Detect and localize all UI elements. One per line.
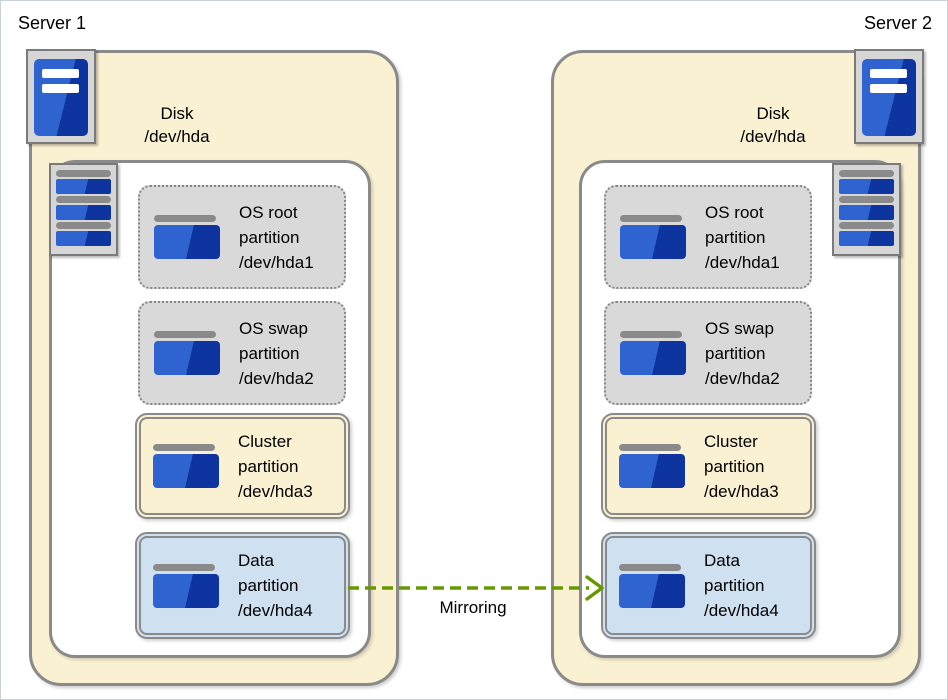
partition-text: OS root partition /dev/hda1 bbox=[705, 202, 780, 272]
server1-disk-label: Disk /dev/hda bbox=[97, 102, 257, 148]
partition-text: Data partition /dev/hda4 bbox=[704, 551, 779, 620]
partition-text: OS swap partition /dev/hda2 bbox=[239, 318, 314, 388]
server1-partition-data: Data partition /dev/hda4 bbox=[135, 532, 350, 639]
server1-partition-os-swap: OS swap partition /dev/hda2 bbox=[138, 301, 346, 405]
partition-icon bbox=[619, 444, 685, 488]
server2-label: Server 2 bbox=[863, 13, 932, 33]
partition-text: Cluster partition /dev/hda3 bbox=[238, 431, 313, 501]
partition-text: Data partition /dev/hda4 bbox=[238, 551, 313, 620]
server-tower-icon bbox=[34, 59, 88, 136]
server2-partition-cluster: Cluster partition /dev/hda3 bbox=[601, 413, 816, 519]
partition-icon bbox=[153, 444, 219, 488]
server2-server-icon bbox=[854, 49, 924, 144]
partition-icon bbox=[154, 331, 220, 375]
server2-partition-os-swap: OS swap partition /dev/hda2 bbox=[604, 301, 812, 405]
server2-disk-stack-icon bbox=[832, 163, 901, 256]
server1-partition-cluster: Cluster partition /dev/hda3 bbox=[135, 413, 350, 519]
server2-partition-os-root: OS root partition /dev/hda1 bbox=[604, 185, 812, 289]
server2-disk-label: Disk /dev/hda bbox=[693, 102, 853, 148]
partition-icon bbox=[620, 215, 686, 259]
partition-icon bbox=[619, 563, 685, 608]
disk-title: Disk bbox=[756, 104, 790, 123]
disk-title: Disk bbox=[160, 104, 194, 123]
disk-device: /dev/hda bbox=[144, 127, 210, 146]
server1-label: Server 1 bbox=[18, 13, 87, 33]
server1-disk-stack-icon bbox=[49, 163, 118, 256]
server1-partition-os-root: OS root partition /dev/hda1 bbox=[138, 185, 346, 289]
partition-text: OS root partition /dev/hda1 bbox=[239, 202, 314, 272]
partition-icon bbox=[154, 215, 220, 259]
partition-icon bbox=[620, 331, 686, 375]
server1-server-icon bbox=[26, 49, 96, 144]
mirroring-arrow bbox=[348, 575, 604, 601]
partition-text: Cluster partition /dev/hda3 bbox=[704, 431, 779, 501]
partition-icon bbox=[153, 563, 219, 608]
server-tower-icon bbox=[862, 59, 916, 136]
disk-device: /dev/hda bbox=[740, 127, 806, 146]
mirroring-label: Mirroring bbox=[439, 598, 507, 617]
server2-partition-data: Data partition /dev/hda4 bbox=[601, 532, 816, 639]
partition-text: OS swap partition /dev/hda2 bbox=[705, 318, 780, 388]
